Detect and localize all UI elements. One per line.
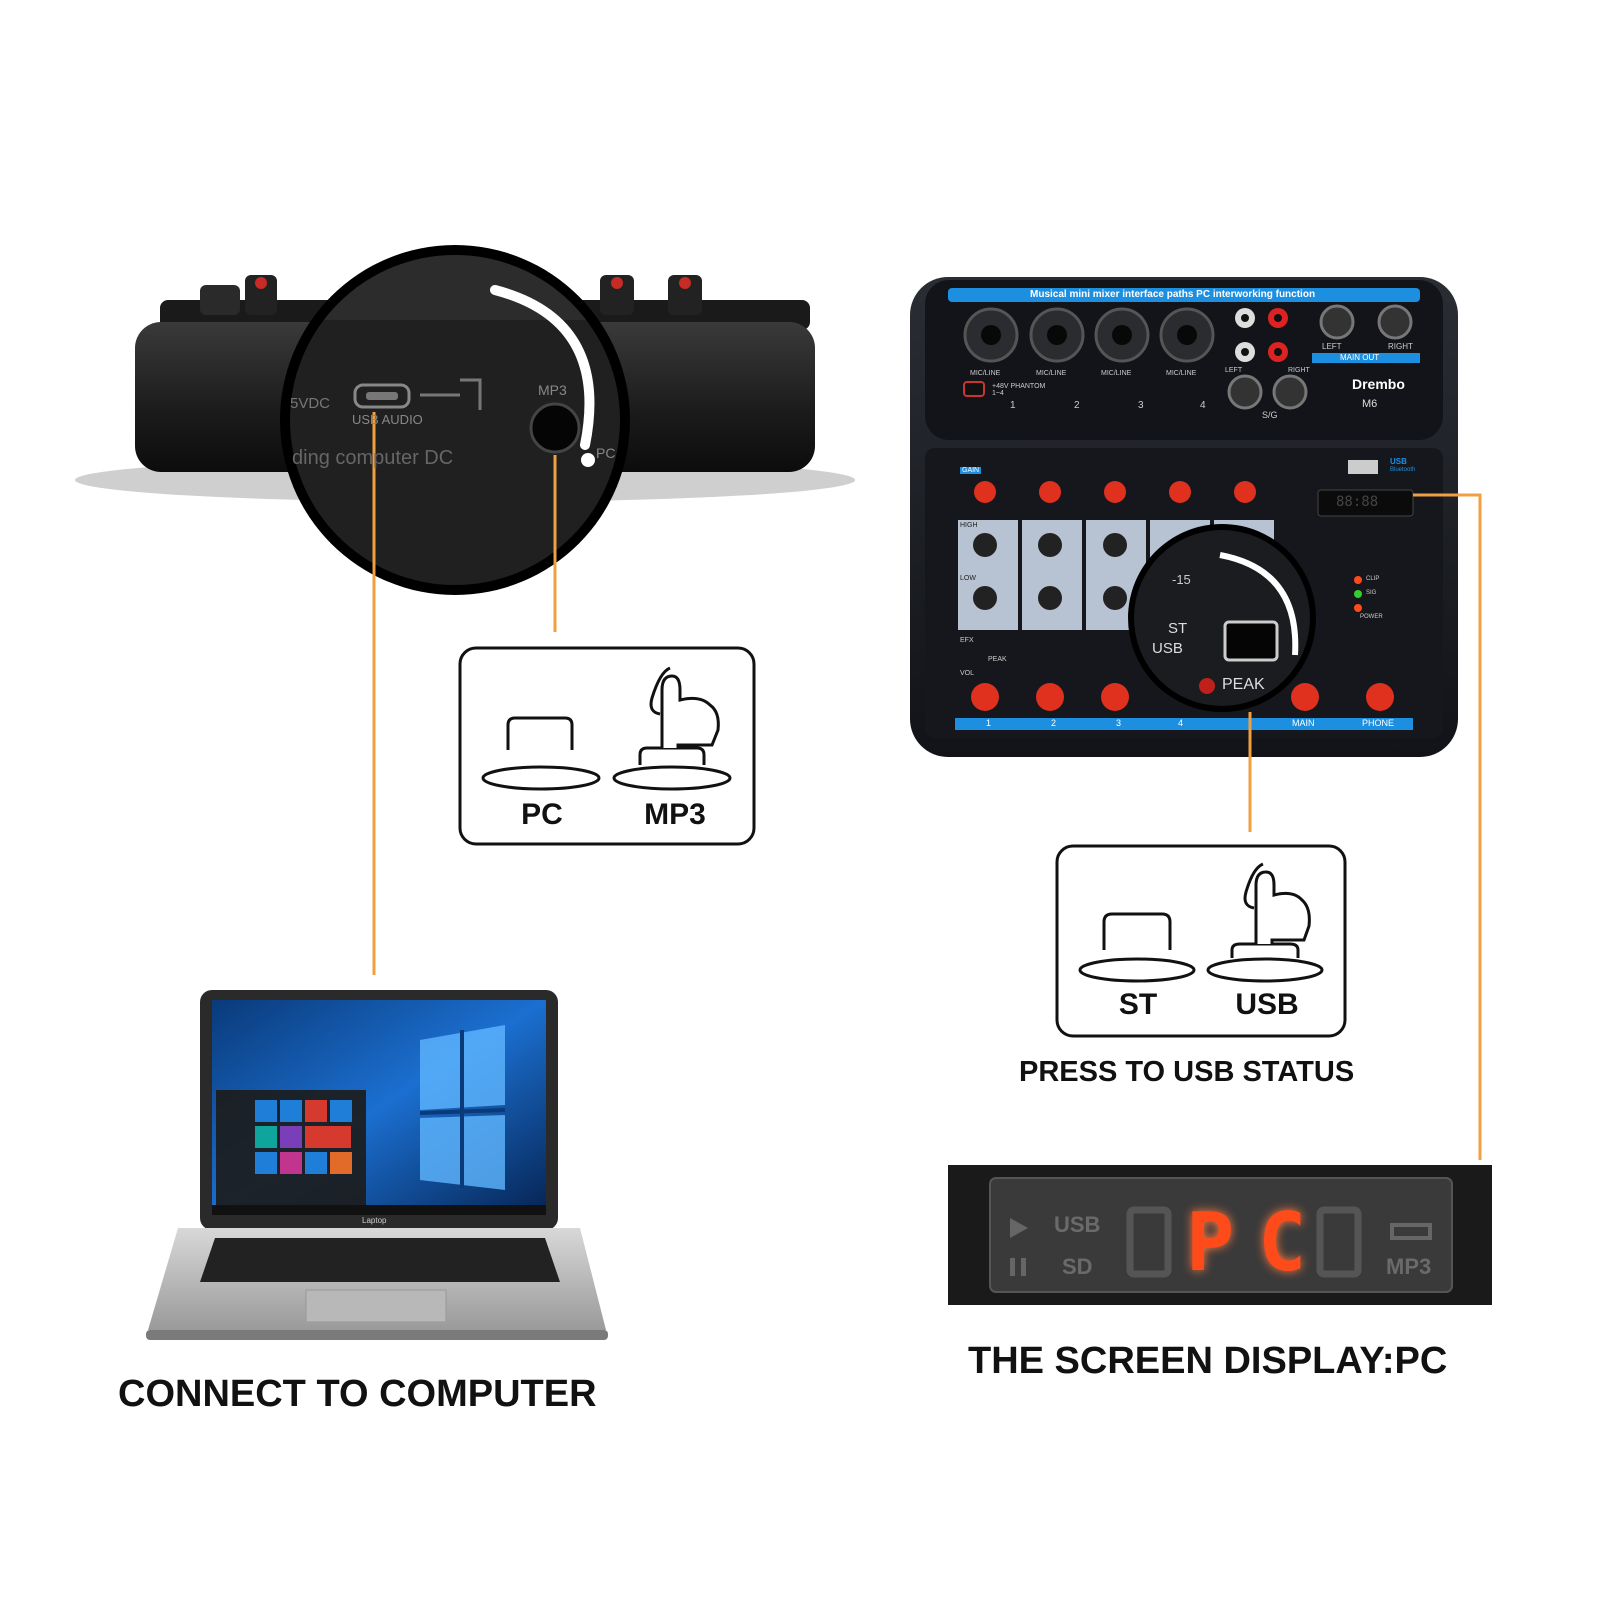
rca-section-label: S/G (1262, 410, 1278, 420)
connect-computer-caption: CONNECT TO COMPUTER (118, 1373, 597, 1415)
laptop-brand-label: Laptop (362, 1216, 387, 1225)
strip-label-main: MAIN (1292, 718, 1315, 728)
switch-option-pc: PC (521, 798, 563, 831)
strip-label-phone: PHONE (1362, 718, 1395, 728)
laptop (146, 990, 608, 1340)
display-lit-chars: PC (1186, 1196, 1331, 1289)
vol-label: VOL (960, 670, 975, 677)
mixer-magnifier (1128, 524, 1316, 712)
strip-label-1: 1 (986, 718, 992, 728)
channel-number-1: 1 (1010, 400, 1016, 411)
input-label-2: MIC/LINE (1036, 370, 1067, 377)
usb-label: USB (1390, 457, 1407, 466)
pointing-hand-icon-right (1243, 862, 1311, 944)
switch-option-mp3: MP3 (644, 798, 706, 831)
usb-audio-label: USB AUDIO (352, 412, 423, 427)
channel-number-4: 4 (1200, 400, 1206, 411)
mp3-button-icon (612, 746, 732, 791)
magnifier-usb-label: USB (1152, 640, 1183, 657)
input-label-3: MIC/LINE (1101, 370, 1132, 377)
pointing-hand-icon (649, 666, 720, 748)
mixer-display-text: 88:88 (1336, 494, 1379, 510)
display-sd-label: SD (1062, 1254, 1093, 1279)
magnifier-scale: -15 (1172, 572, 1191, 587)
pc-mark-label: PC (596, 445, 616, 461)
main-out-left-label: LEFT (1322, 342, 1342, 351)
rca-left-label: LEFT (1225, 367, 1243, 374)
left-magnifier (280, 245, 630, 595)
led-power-label: POWER (1360, 614, 1383, 620)
phantom-label: +48V PHANTOM 1~4 (992, 383, 1046, 397)
input-label-1: MIC/LINE (970, 370, 1001, 377)
callout-line-display (1413, 493, 1482, 1160)
display-mp3-label: MP3 (1386, 1254, 1432, 1279)
efx-label: EFX (960, 637, 974, 644)
led-clip-label: CLIP (1366, 576, 1380, 582)
display-usb-label: USB (1054, 1212, 1101, 1237)
switch-option-usb: USB (1235, 988, 1299, 1021)
channel-number-2: 2 (1074, 400, 1080, 411)
led-sig-label: SIG (1366, 590, 1377, 596)
input-label-4: MIC/LINE (1166, 370, 1197, 377)
mixer-model: M6 (1362, 398, 1378, 410)
strip-label-4: 4 (1178, 718, 1184, 728)
channel-number-3: 3 (1138, 400, 1144, 411)
low-label: LOW (960, 575, 976, 582)
bottom-device-text: ding computer DC (292, 447, 454, 469)
mixer-brand: Drembo (1352, 376, 1405, 392)
switch-mp3-label: MP3 (538, 382, 567, 398)
magnifier-st-label: ST (1168, 620, 1188, 637)
power-label: 5VDC (290, 395, 331, 412)
mixer-banner: Musical mini mixer interface paths PC in… (1030, 289, 1316, 300)
rca-right-label: RIGHT (1288, 367, 1310, 374)
strip-label-3: 3 (1116, 718, 1122, 728)
high-label: HIGH (960, 522, 978, 529)
st-button-icon (1078, 912, 1196, 983)
main-out-label: MAIN OUT (1340, 353, 1380, 362)
pc-button-icon (481, 716, 601, 791)
usb-button-icon (1206, 942, 1324, 983)
switch-option-st: ST (1118, 988, 1158, 1021)
main-out-right-label: RIGHT (1388, 342, 1413, 351)
peak-label: PEAK (988, 656, 1007, 663)
press-usb-caption: PRESS TO USB STATUS (1019, 1056, 1355, 1088)
usb-sub-label: Bluetooth (1390, 467, 1416, 473)
magnifier-peak-label: PEAK (1222, 676, 1265, 693)
screen-display-caption: THE SCREEN DISPLAY:PC (968, 1340, 1448, 1382)
display-panel (948, 1165, 1492, 1305)
gain-label: GAIN (960, 467, 982, 474)
strip-label-2: 2 (1051, 718, 1057, 728)
